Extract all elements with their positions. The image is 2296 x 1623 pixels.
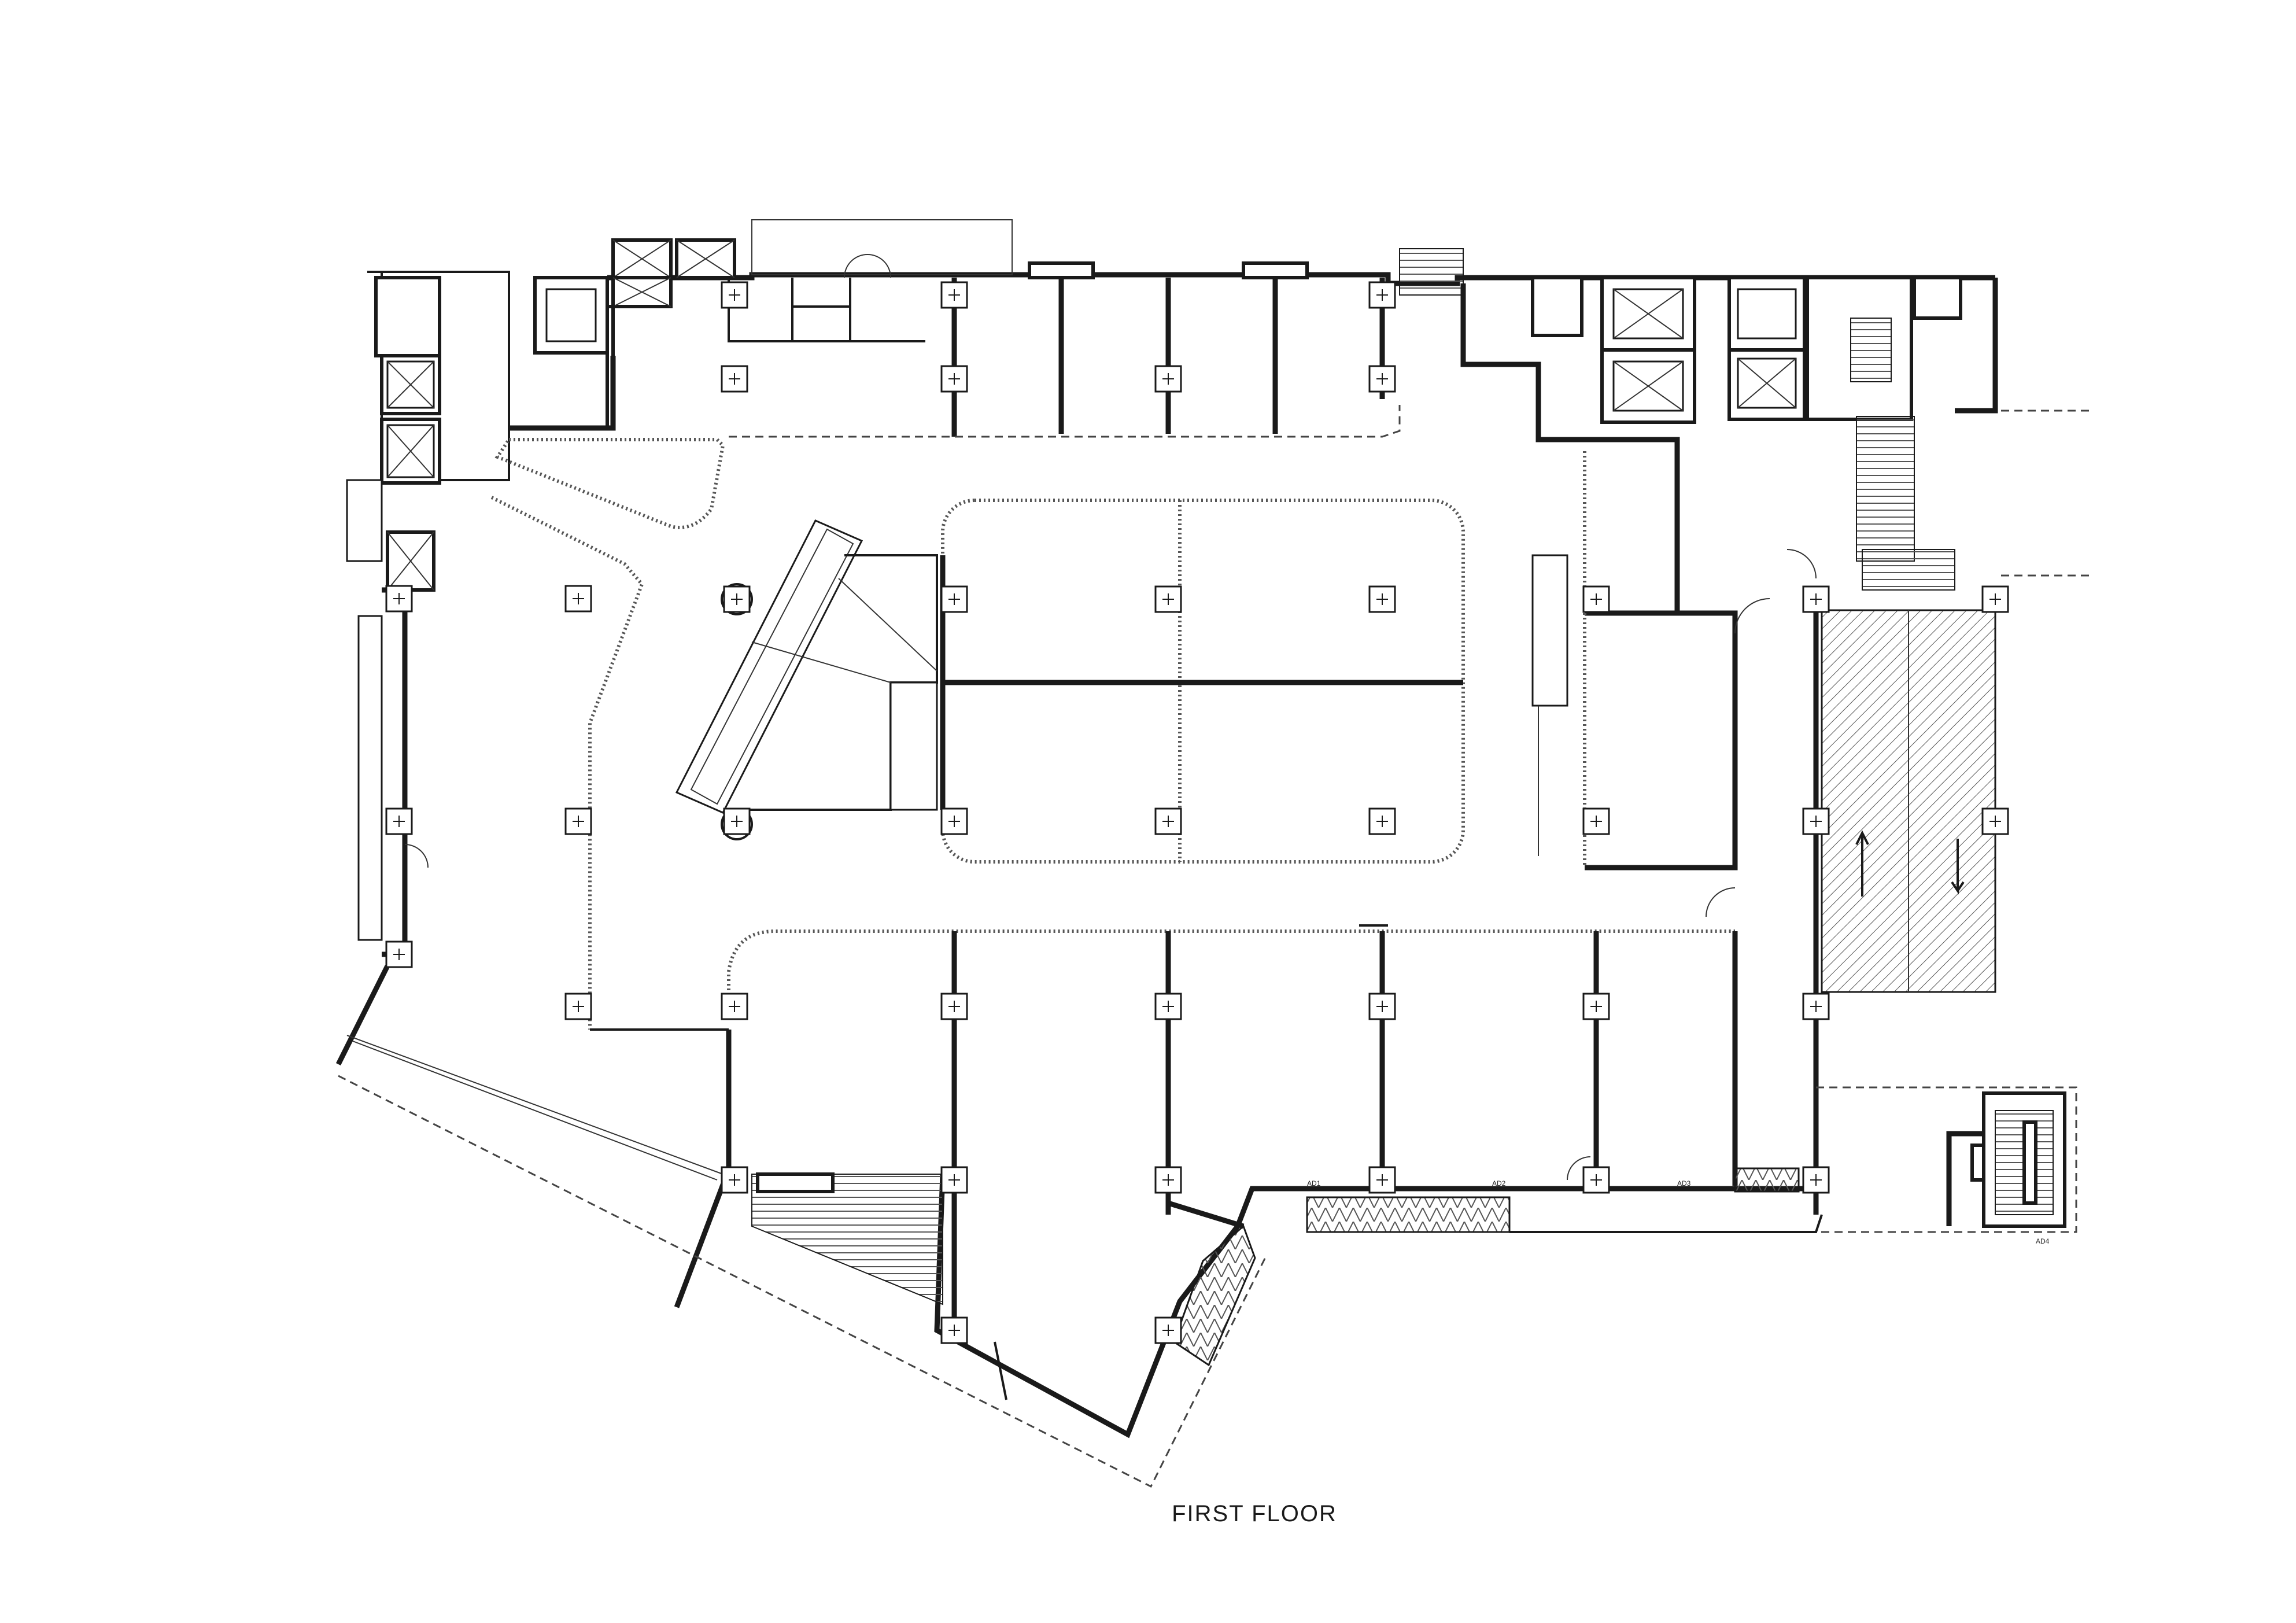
door-tag: AD4 [2036, 1237, 2050, 1245]
exterior-walls [335, 271, 1998, 1488]
south-east-stair-core: AD4 [1816, 1086, 2077, 1245]
north-east-cores [1399, 248, 1962, 616]
south-units: AD1 AD2 AD3 [590, 924, 1823, 1400]
door-tag: AD1 [1307, 1179, 1321, 1187]
door-tag: AD2 [1492, 1179, 1506, 1187]
drawing-title: FIRST FLOOR [1172, 1501, 1337, 1526]
central-retail-block [490, 438, 1465, 1030]
door-tag: AD3 [1677, 1179, 1691, 1187]
escalator-void [675, 519, 1568, 856]
north-units [346, 219, 1401, 592]
door-swings [404, 254, 1817, 1181]
east-zone [1583, 410, 2094, 993]
